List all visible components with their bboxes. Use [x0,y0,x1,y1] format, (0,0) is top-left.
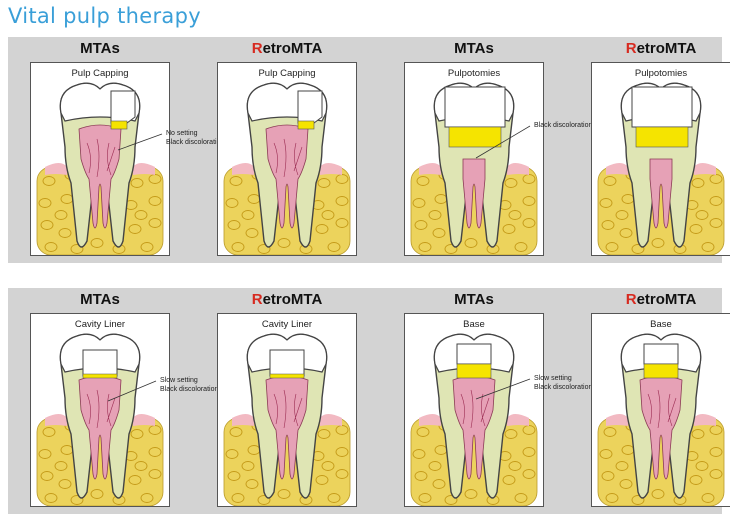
panel-header: MTAs [10,40,190,57]
illustration-card: Pulp Capping [30,62,170,256]
header-text: etroMTA [262,40,323,57]
tooth-illustration [223,333,351,506]
annotation-note: Black discoloration [534,122,592,131]
header-text: etroMTA [636,40,697,57]
illustration-card: Pulp Capping [217,62,357,256]
tooth-illustration [410,333,538,506]
header-text: MTAs [454,40,494,57]
panel-header: MTAs [384,291,564,308]
panel-retromta-capping: RetroMTA Pulp Capping [197,38,377,258]
header-prefix: R [251,40,263,57]
panel-header: RetroMTA [197,40,377,57]
panel-header: RetroMTA [571,291,730,308]
procedure-caption: Base [650,319,672,330]
header-text: MTAs [80,291,120,308]
header-text: etroMTA [636,291,697,308]
header-prefix: R [625,291,637,308]
tooth-illustration [36,82,164,255]
illustration-card: Pulpotomies [404,62,544,256]
illustration-card: Cavity Liner [217,313,357,507]
illustration-card: Base [404,313,544,507]
header-text: etroMTA [262,291,323,308]
annotation-line: Black discoloration [166,138,225,146]
panel-retromta-liner: RetroMTA Cavity Liner [197,289,377,509]
panel-header: RetroMTA [197,291,377,308]
illustration-card: Base [591,313,730,507]
tooth-illustration [36,333,164,506]
panel-header: MTAs [10,291,190,308]
illustration-card: Pulpotomies [591,62,730,256]
header-prefix: R [251,291,263,308]
panel-retromta-base: RetroMTA Base [571,289,730,509]
tooth-illustration [410,82,538,255]
procedure-caption: Base [463,319,485,330]
panel-retromta-pulpotomy: RetroMTA Pulpotomies [571,38,730,258]
annotation-line: No setting [166,130,198,137]
tooth-illustration [597,82,725,255]
header-text: MTAs [80,40,120,57]
procedure-caption: Cavity Liner [261,319,313,330]
procedure-caption: Cavity Liner [74,319,126,330]
procedure-caption: Pulpotomies [634,68,688,79]
annotation-line: Black discoloration [534,122,593,129]
header-text: MTAs [454,291,494,308]
annotation-line: Slow setting [534,375,572,382]
tooth-illustration [223,82,351,255]
procedure-caption: Pulp Capping [71,68,129,79]
tooth-illustration [597,333,725,506]
header-prefix: R [625,40,637,57]
illustration-card: Cavity Liner [30,313,170,507]
panel-header: RetroMTA [571,40,730,57]
panel-header: MTAs [384,40,564,57]
procedure-caption: Pulpotomies [447,68,501,79]
annotation-line: Black discoloration [534,383,593,391]
annotation-line: Slow setting [160,377,198,384]
annotation-line: Black discoloration [160,385,219,393]
procedure-caption: Pulp Capping [258,68,316,79]
page-title: Vital pulp therapy [8,4,201,28]
